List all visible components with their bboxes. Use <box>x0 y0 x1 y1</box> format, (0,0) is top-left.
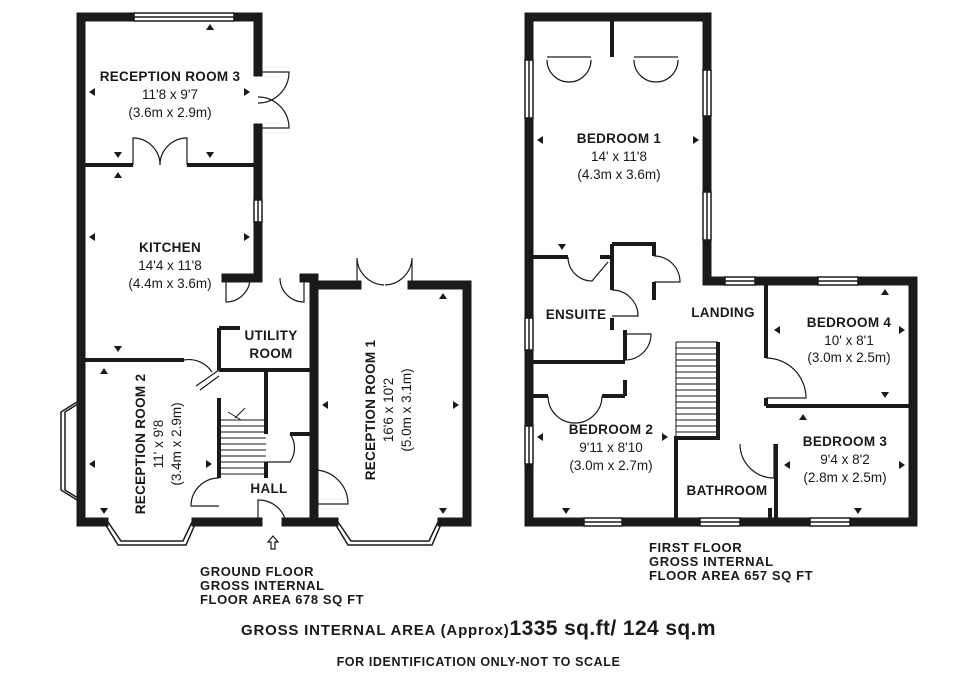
caption-line: GROSS INTERNAL <box>200 578 325 593</box>
caption-line: FLOOR AREA 657 SQ FT <box>649 568 814 583</box>
first-floor-windows <box>524 59 859 527</box>
room-name: HALL <box>250 481 287 496</box>
room-label-bedroom-4: BEDROOM 4 10' x 8'1 (3.0m x 2.5m) <box>807 315 892 365</box>
room-name: LANDING <box>691 305 755 320</box>
ground-floor-plan <box>60 12 472 550</box>
room-dimensions-imperial: 10' x 8'1 <box>824 333 873 348</box>
room-dimensions-imperial: 14' x 11'8 <box>591 149 647 164</box>
first-floor-inner-walls <box>533 17 909 522</box>
room-dimensions-metric: (3.4m x 2.9m) <box>169 402 184 485</box>
room-label-reception-room-1: RECEPTION ROOM 1 16'6 x 10'2 (5.0m x 3.1… <box>363 340 414 481</box>
room-label-reception-room-3: RECEPTION ROOM 3 11'8 x 9'7 (3.6m x 2.9m… <box>100 69 241 120</box>
first-floor-stairs <box>675 341 718 438</box>
room-label-hall: HALL <box>250 481 287 496</box>
ground-floor-doors <box>132 71 413 523</box>
gross-internal-area: GROSS INTERNAL AREA (Approx)1335 sq.ft/ … <box>0 617 957 641</box>
room-name: ROOM <box>249 346 292 361</box>
room-label-reception-room-2: RECEPTION ROOM 2 11' x 9'8 (3.4m x 2.9m) <box>133 374 184 515</box>
ground-floor-inner-walls <box>85 163 314 478</box>
room-label-utility-room: UTILITY ROOM <box>244 328 297 361</box>
gross-internal-area-value: 1335 sq.ft/ 124 sq.m <box>509 617 716 640</box>
room-label-bathroom: BATHROOM <box>687 483 768 498</box>
room-name: BEDROOM 3 <box>803 434 888 449</box>
room-name: ENSUITE <box>546 307 607 322</box>
first-floor-caption: FIRST FLOOR GROSS INTERNAL FLOOR AREA 65… <box>649 541 813 583</box>
room-dimensions-imperial: 9'4 x 8'2 <box>820 452 869 467</box>
caption-line: GROSS INTERNAL <box>649 554 774 569</box>
room-label-landing: LANDING <box>691 305 755 320</box>
caption-line: FIRST FLOOR <box>649 540 743 555</box>
room-dimensions-metric: (3.0m x 2.7m) <box>569 458 652 473</box>
first-floor-outer-walls <box>524 12 918 527</box>
ground-floor-dimension-markers <box>89 24 459 514</box>
gross-internal-area-label: GROSS INTERNAL AREA (Approx) <box>241 622 510 639</box>
caption-line: GROUND FLOOR <box>200 564 315 579</box>
room-name: KITCHEN <box>139 240 201 255</box>
room-dimensions-metric: (4.3m x 3.6m) <box>577 167 660 182</box>
room-label-kitchen: KITCHEN 14'4 x 11'8 (4.4m x 3.6m) <box>128 240 211 291</box>
room-dimensions-metric: (5.0m x 3.1m) <box>399 368 414 451</box>
room-name: RECEPTION ROOM 3 <box>100 69 241 84</box>
ground-floor-outer-walls <box>76 12 472 527</box>
room-name: BEDROOM 1 <box>577 131 662 146</box>
caption-line: FLOOR AREA 678 SQ FT <box>200 592 365 607</box>
room-label-bedroom-2: BEDROOM 2 9'11 x 8'10 (3.0m x 2.7m) <box>569 422 653 473</box>
room-name: BATHROOM <box>687 483 768 498</box>
room-name: BEDROOM 4 <box>807 315 892 330</box>
room-label-ensuite: ENSUITE <box>546 307 607 322</box>
room-dimensions-imperial: 14'4 x 11'8 <box>138 258 201 273</box>
room-dimensions-imperial: 16'6 x 10'2 <box>381 378 396 442</box>
room-dimensions-imperial: 9'11 x 8'10 <box>579 440 642 455</box>
room-label-bedroom-1: BEDROOM 1 14' x 11'8 (4.3m x 3.6m) <box>577 131 662 182</box>
room-dimensions-metric: (3.0m x 2.5m) <box>807 350 890 365</box>
room-dimensions-metric: (3.6m x 2.9m) <box>128 105 211 120</box>
room-dimensions-metric: (2.8m x 2.5m) <box>803 470 886 485</box>
room-dimensions-imperial: 11'8 x 9'7 <box>142 87 198 102</box>
room-dimensions-metric: (4.4m x 3.6m) <box>128 276 211 291</box>
ground-floor-caption: GROUND FLOOR GROSS INTERNAL FLOOR AREA 6… <box>200 565 364 607</box>
room-name: RECEPTION ROOM 1 <box>363 340 378 481</box>
first-floor-plan <box>524 12 918 527</box>
disclaimer-text: FOR IDENTIFICATION ONLY-NOT TO SCALE <box>336 655 621 669</box>
first-floor-dimension-markers <box>537 136 905 514</box>
entrance-arrow-icon <box>266 535 280 550</box>
room-label-bedroom-3: BEDROOM 3 9'4 x 8'2 (2.8m x 2.5m) <box>803 434 888 485</box>
room-name: RECEPTION ROOM 2 <box>133 374 148 515</box>
ground-floor-windows <box>60 12 443 546</box>
room-dimensions-imperial: 11' x 9'8 <box>151 420 166 468</box>
room-name: UTILITY <box>244 328 297 343</box>
ground-floor-stairs <box>219 407 266 475</box>
room-name: BEDROOM 2 <box>569 422 653 437</box>
first-floor-doors <box>546 56 807 479</box>
